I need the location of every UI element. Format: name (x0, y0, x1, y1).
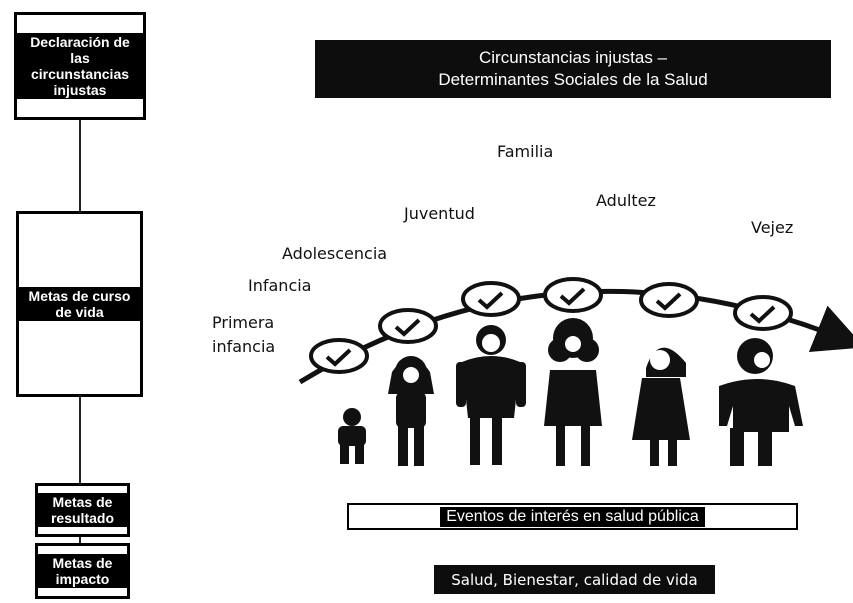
title-banner: Circunstancias injustas – Determinantes … (315, 40, 831, 98)
box-metas-curso-vida: Metas de curso de vida (16, 211, 143, 397)
banner-line-1: Circunstancias injustas – (478, 48, 668, 67)
health-banner: Salud, Bienestar, calidad de vida (434, 565, 715, 594)
stage-familia: Familia (497, 142, 554, 161)
events-label: Eventos de interés en salud pública (440, 506, 705, 527)
check-oval-1 (309, 338, 369, 374)
stage-adultez: Adultez (596, 191, 656, 210)
check-oval-5 (639, 282, 699, 318)
person-youth-icon (456, 325, 526, 465)
stage-vejez: Vejez (751, 218, 794, 237)
person-adult-woman-icon (544, 318, 602, 466)
stage-primera-infancia-line2: infancia (212, 337, 276, 356)
box-metas-curso-vida-label: Metas de curso de vida (19, 287, 140, 321)
person-adolescent-icon (388, 356, 434, 466)
stage-primera-infancia-line1: Primera (212, 313, 275, 332)
check-oval-2 (378, 308, 438, 344)
box-metas-resultado-label: Metas de resultado (38, 493, 127, 527)
box-metas-impacto-label: Metas de impacto (38, 554, 127, 588)
check-oval-6 (733, 295, 793, 331)
person-child-icon (338, 408, 366, 464)
box-declaracion-label: Declaración de las circunstancias injust… (17, 33, 143, 99)
check-oval-3 (461, 281, 521, 317)
box-declaracion: Declaración de las circunstancias injust… (14, 12, 146, 120)
connector-line-3 (79, 536, 81, 544)
banner-line-2: Determinantes Sociales de la Salud (438, 70, 708, 89)
stage-adolescencia: Adolescencia (282, 244, 388, 263)
connector-line-1 (79, 119, 81, 212)
stage-infancia: Infancia (248, 276, 312, 295)
person-woman-dress-icon (632, 347, 690, 466)
check-oval-4 (543, 277, 603, 313)
person-elder-icon (719, 338, 803, 466)
box-metas-resultado: Metas de resultado (35, 483, 130, 537)
stage-juventud: Juventud (404, 204, 475, 223)
connector-line-2 (79, 396, 81, 484)
box-metas-impacto: Metas de impacto (35, 543, 130, 599)
events-box: Eventos de interés en salud pública (347, 503, 798, 530)
